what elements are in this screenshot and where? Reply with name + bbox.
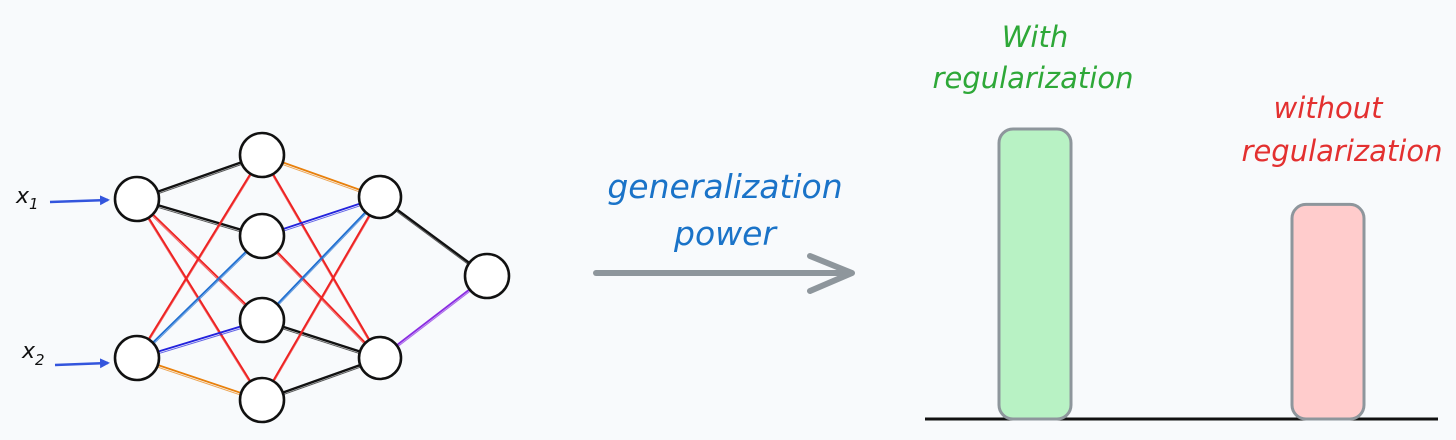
edge-h1-g2 <box>261 154 381 359</box>
neuron-i1 <box>113 175 161 223</box>
neuron-h3 <box>238 296 286 344</box>
bar-with-regularization <box>997 127 1073 421</box>
network-nodes <box>113 131 511 424</box>
neuron-g2 <box>357 335 403 381</box>
generalization-arrow: generalization power <box>593 167 855 294</box>
edge-h4-g1 <box>261 196 381 401</box>
neuron-g1 <box>357 174 403 220</box>
edge-i2-h2 <box>136 235 263 359</box>
bar-without-label-line1: without <box>1273 91 1384 125</box>
bar-with-label-line2: regularization <box>933 61 1134 95</box>
bar-without-label-line2: regularization <box>1242 134 1443 168</box>
neuron-i2 <box>113 334 161 382</box>
input-x2-arrow <box>54 358 110 369</box>
edge-h3-g1-shadow <box>261 198 381 323</box>
neuron-o <box>463 252 511 300</box>
neuron-h1 <box>238 131 286 179</box>
input-x1: x1 <box>15 184 110 213</box>
arrow-label-line2: power <box>673 214 778 253</box>
edge-h3-g1 <box>261 196 381 321</box>
neuron-h2 <box>238 212 286 260</box>
input-x2: x2 <box>21 339 110 369</box>
edge-i1-h3-shadow <box>136 200 263 323</box>
input-x1-label: x1 <box>15 184 39 213</box>
edge-i2-h1 <box>136 154 263 359</box>
network-edges <box>136 153 488 403</box>
edge-i1-h4-shadow <box>136 200 263 403</box>
input-x1-arrow <box>49 195 110 206</box>
bar-with-label-line1: With <box>1002 20 1068 54</box>
arrow-head <box>807 253 855 294</box>
edge-h4-g1-shadow <box>261 198 381 403</box>
bar-without-regularization <box>1290 202 1366 421</box>
arrow-label-line1: generalization <box>607 167 842 206</box>
bar-chart: With regularization without regularizati… <box>925 20 1443 421</box>
neuron-h4 <box>238 376 286 424</box>
edge-i2-h1-shadow <box>136 156 263 361</box>
input-x2-label: x2 <box>21 339 45 369</box>
edge-i2-h2-shadow <box>136 237 263 361</box>
